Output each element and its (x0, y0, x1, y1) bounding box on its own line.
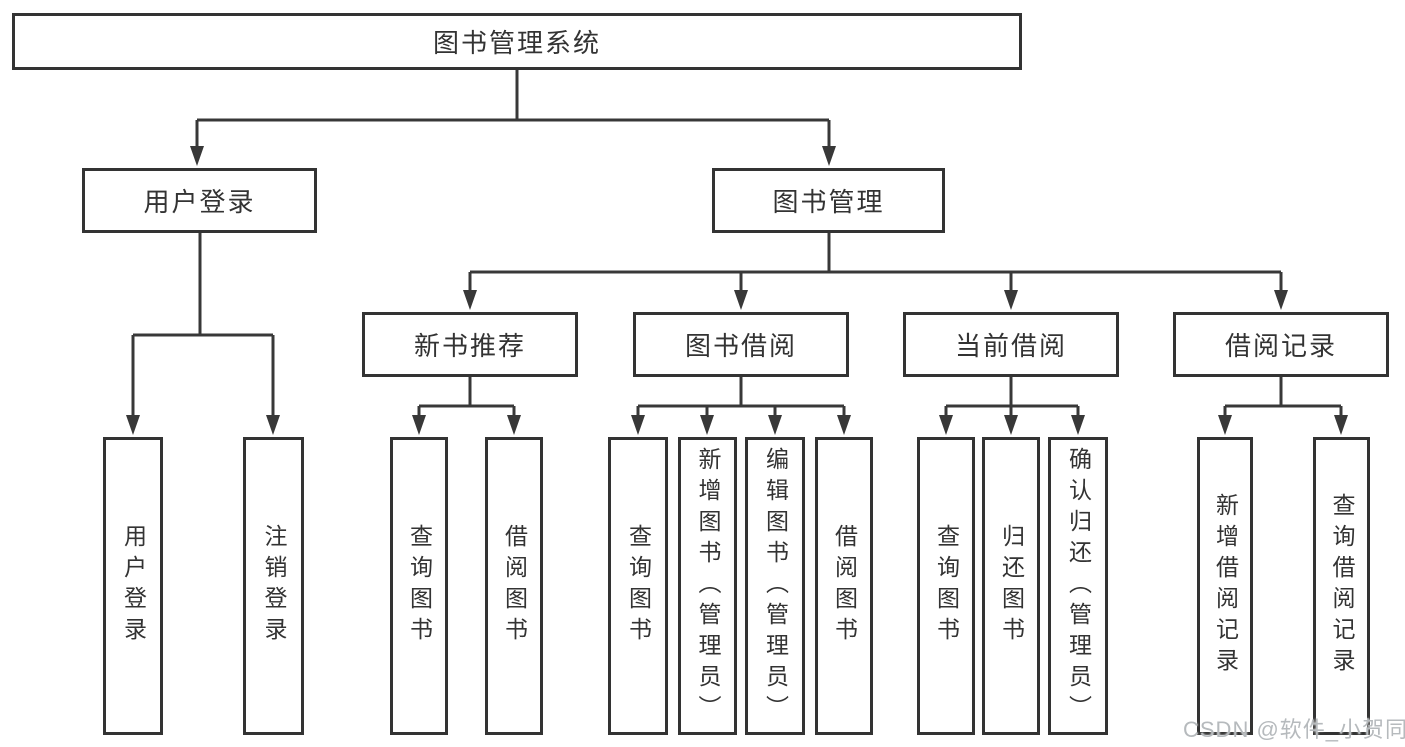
leaf-borrow-edit-admin: 编辑图书（管理员） (745, 437, 805, 735)
node-book-management: 图书管理 (712, 168, 945, 233)
connector-mgmt-to-level3 (468, 233, 1283, 294)
leaf-newbook-query: 查询图书 (390, 437, 448, 735)
connector-login-to-leaves (131, 233, 275, 419)
connector-records-to-leaves (1223, 377, 1343, 419)
leaf-record-add: 新增借阅记录 (1197, 437, 1253, 735)
leaf-borrow-add-admin: 新增图书（管理员） (678, 437, 737, 735)
leaf-current-return: 归还图书 (982, 437, 1040, 735)
connector-borrow-to-leaves (636, 377, 846, 419)
leaf-current-confirm-admin: 确认归还（管理员） (1048, 437, 1108, 735)
watermark: CSDN @软件_小贺同学 (1183, 717, 1405, 742)
leaf-current-query: 查询图书 (917, 437, 975, 735)
leaf-newbook-borrow: 借阅图书 (485, 437, 543, 735)
connector-current-to-leaves (944, 377, 1080, 419)
node-root-system: 图书管理系统 (12, 13, 1022, 70)
arrowheads-current-to-leaves (939, 415, 1085, 435)
leaf-borrow-book: 借阅图书 (815, 437, 873, 735)
arrowheads-mgmt-to-level3 (463, 290, 1288, 310)
arrowheads-newbook-to-leaves (412, 415, 521, 435)
node-borrow-records: 借阅记录 (1173, 312, 1389, 377)
node-user-login: 用户登录 (82, 168, 317, 233)
leaf-record-query: 查询借阅记录 (1313, 437, 1370, 735)
arrowheads-borrow-to-leaves (631, 415, 851, 435)
node-book-borrow: 图书借阅 (633, 312, 849, 377)
node-current-borrow: 当前借阅 (903, 312, 1119, 377)
connector-root-to-level2 (195, 70, 831, 150)
node-new-book-recommend: 新书推荐 (362, 312, 578, 377)
leaf-borrow-query: 查询图书 (608, 437, 668, 735)
leaf-user-login: 用户登录 (103, 437, 163, 735)
arrowheads-root-to-level2 (190, 146, 836, 166)
leaf-logout: 注销登录 (243, 437, 304, 735)
arrowheads-records-to-leaves (1218, 415, 1348, 435)
connector-newbook-to-leaves (417, 377, 516, 419)
arrowheads-login-to-leaves (126, 415, 280, 435)
